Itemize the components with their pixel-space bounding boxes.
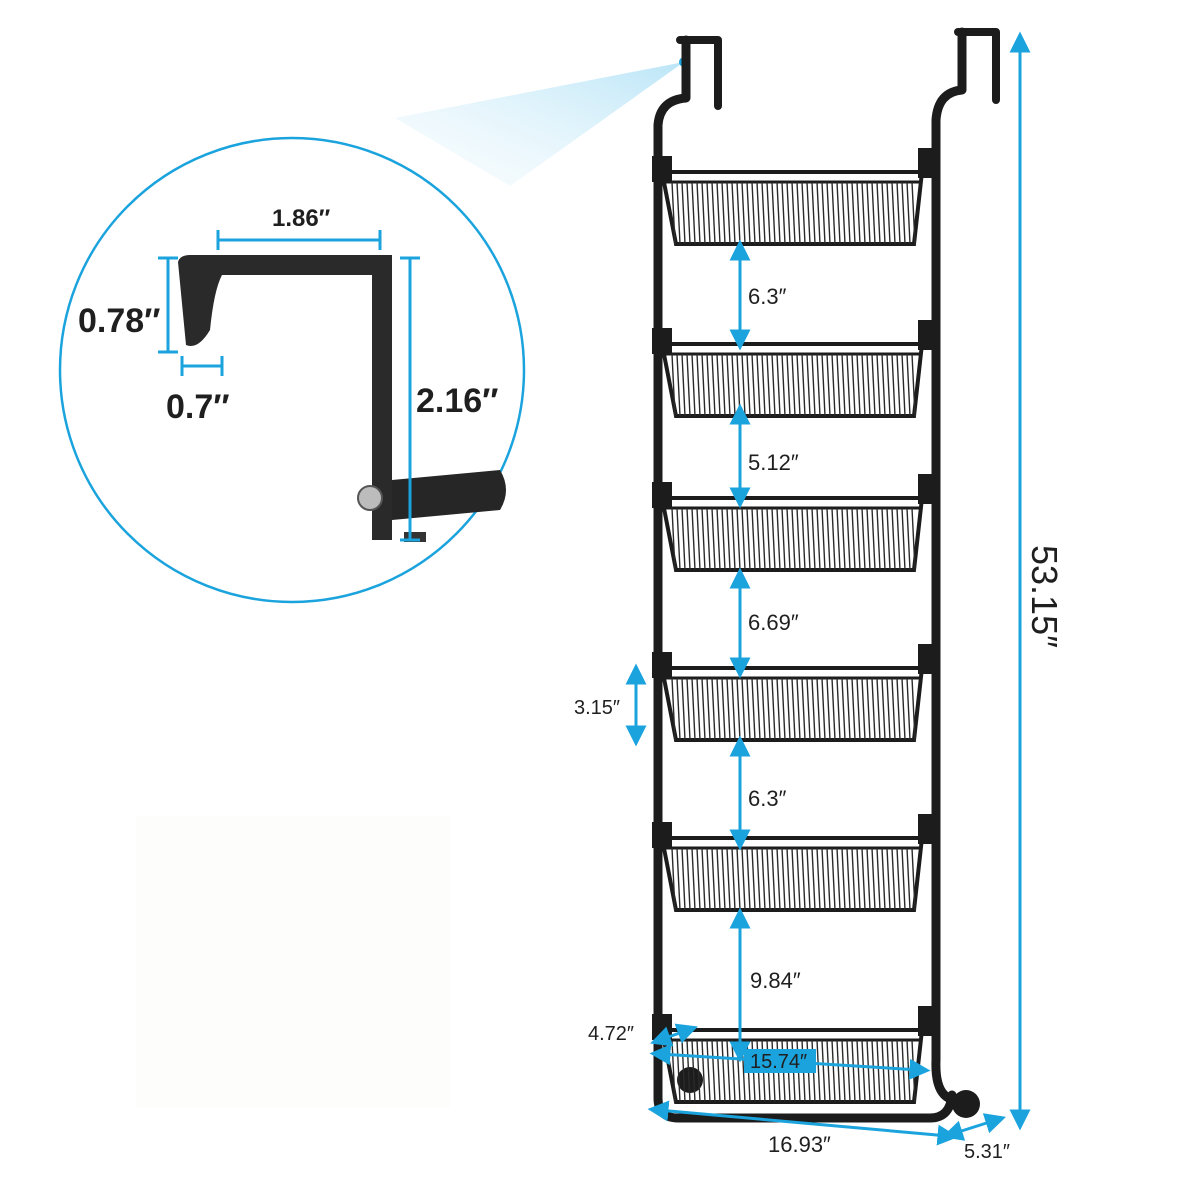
basket-width-label: 15.74″ (750, 1051, 807, 1073)
hook-closeup (178, 255, 506, 542)
total-height-label: 53.15″ (1024, 545, 1065, 648)
wire-basket (652, 474, 938, 572)
rack-baskets (652, 148, 938, 1104)
gap-label-4: 6.3″ (748, 786, 787, 811)
overall-width-label: 16.93″ (768, 1132, 831, 1157)
gap-label-5: 9.84″ (750, 968, 801, 993)
overall-depth-label: 5.31″ (964, 1141, 1010, 1163)
hook-width-label: 1.86″ (272, 205, 331, 232)
wire-basket (652, 644, 938, 742)
basket-height-label: 3.15″ (574, 697, 620, 719)
gap-label-3: 6.69″ (748, 610, 799, 635)
hook-lip-height-label: 0.78″ (78, 302, 160, 340)
wire-basket (652, 814, 938, 912)
basket-depth-label: 4.72″ (588, 1023, 634, 1045)
wire-basket (652, 320, 938, 418)
hook-dimension-lines (158, 230, 420, 542)
hook-drop-height-label: 2.16″ (416, 382, 498, 420)
rack-dimension-lines (625, 31, 1031, 1146)
gap-label-2: 5.12″ (748, 450, 799, 475)
hook-lip-depth-label: 0.7″ (166, 388, 230, 426)
wire-basket (652, 148, 938, 246)
callout-beam (395, 62, 684, 186)
bottom-bumper-right (952, 1090, 980, 1118)
basket-width-highlight (744, 1049, 816, 1073)
gap-label-1: 6.3″ (748, 284, 787, 309)
blank-panel (136, 816, 450, 1108)
